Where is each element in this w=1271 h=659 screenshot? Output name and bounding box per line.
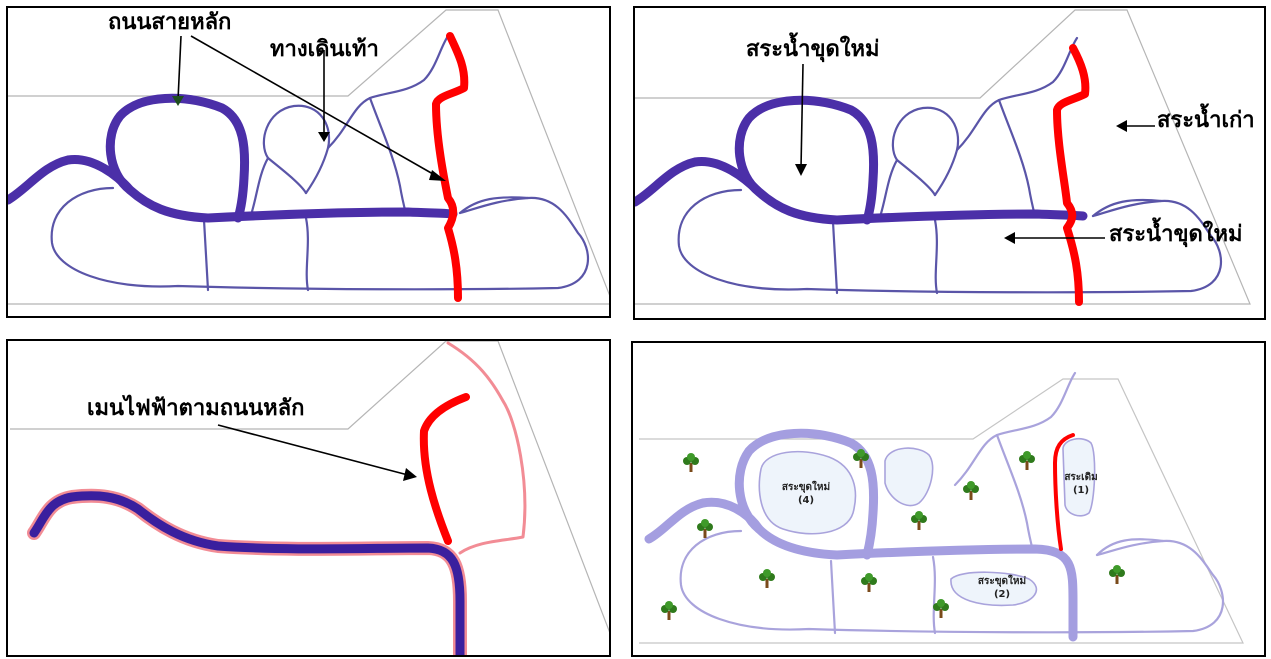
power-line-glow: [27, 488, 467, 655]
panel-roads-walkways: ถนนสายหลัก ทางเดินเท้า: [6, 6, 611, 318]
trees: [661, 449, 1125, 620]
pond-label-old-1: สระเดิม (1): [1051, 471, 1111, 497]
pond-old-1: [1062, 437, 1096, 517]
tree-icon: [683, 453, 699, 472]
site-plan-c: [10, 341, 609, 655]
site-plan-d: [639, 371, 1244, 644]
walkways: [50, 34, 590, 292]
power-line: [432, 32, 469, 302]
panel-power-line: เมนไฟฟ้าตามถนนหลัก: [6, 339, 611, 657]
callout-arrows: [217, 424, 409, 476]
site-plan-a: [8, 9, 609, 305]
label-main-road: ถนนสายหลัก: [108, 9, 232, 35]
pond-number: (2): [993, 589, 1011, 600]
pond-new-4: [758, 450, 857, 535]
label-power-line: เมนไฟฟ้าตามถนนหลัก: [87, 395, 305, 421]
label-new-pond-top: สระน้ำขุดใหม่: [746, 36, 880, 62]
pond-number: (1): [1072, 485, 1090, 496]
ponds: [758, 437, 1096, 607]
red-power-main: [419, 393, 470, 545]
pond-label-new-4: สระขุดใหม่ (4): [771, 481, 841, 507]
tree-icon: [861, 573, 877, 592]
tree-icon: [1019, 451, 1035, 470]
panel-final-plan: สระขุดใหม่ (4) สระเดิม (1) สระขุดใหม่ (2…: [631, 341, 1266, 657]
label-walkway: ทางเดินเท้า: [270, 36, 379, 62]
label-old-pond: สระน้ำเก่า: [1157, 107, 1255, 133]
tree-icon: [759, 569, 775, 588]
power-line: [1053, 433, 1075, 551]
site-boundary: [8, 9, 609, 305]
main-road: [29, 491, 465, 655]
arrow-heads: [403, 468, 417, 481]
walkways: [677, 36, 1223, 295]
main-road: [8, 93, 458, 223]
callout-arrows: [177, 35, 441, 179]
main-road: [635, 95, 1088, 225]
tree-icon: [697, 519, 713, 538]
tree-icon: [853, 449, 869, 468]
callout-arrows: [800, 63, 1155, 239]
site-plan-b: [635, 9, 1251, 306]
pond-name: สระเดิม: [1064, 472, 1098, 483]
site-boundary: [635, 9, 1251, 305]
pond-name: สระขุดใหม่: [781, 482, 831, 493]
pond-number: (4): [797, 495, 815, 506]
tree-icon: [1109, 565, 1125, 584]
pond-name: สระขุดใหม่: [977, 576, 1027, 587]
tree-icon: [963, 481, 979, 500]
arrow-heads: [795, 120, 1127, 244]
power-line: [1053, 44, 1090, 306]
main-road: [644, 428, 1078, 642]
arrow-heads: [172, 96, 446, 181]
panel-ponds: สระน้ำขุดใหม่ สระน้ำเก่า สระน้ำขุดใหม่: [633, 6, 1266, 320]
site-boundary: [639, 378, 1244, 644]
label-new-pond-bottom: สระน้ำขุดใหม่: [1109, 221, 1243, 247]
pond-new-2: [950, 571, 1038, 607]
tree-icon: [933, 599, 949, 618]
tree-icon: [661, 601, 677, 620]
pond-label-new-2: สระขุดใหม่ (2): [967, 575, 1037, 601]
pond-new-3: [884, 447, 934, 507]
tree-icon: [911, 511, 927, 530]
power-line-outline: [446, 341, 527, 555]
